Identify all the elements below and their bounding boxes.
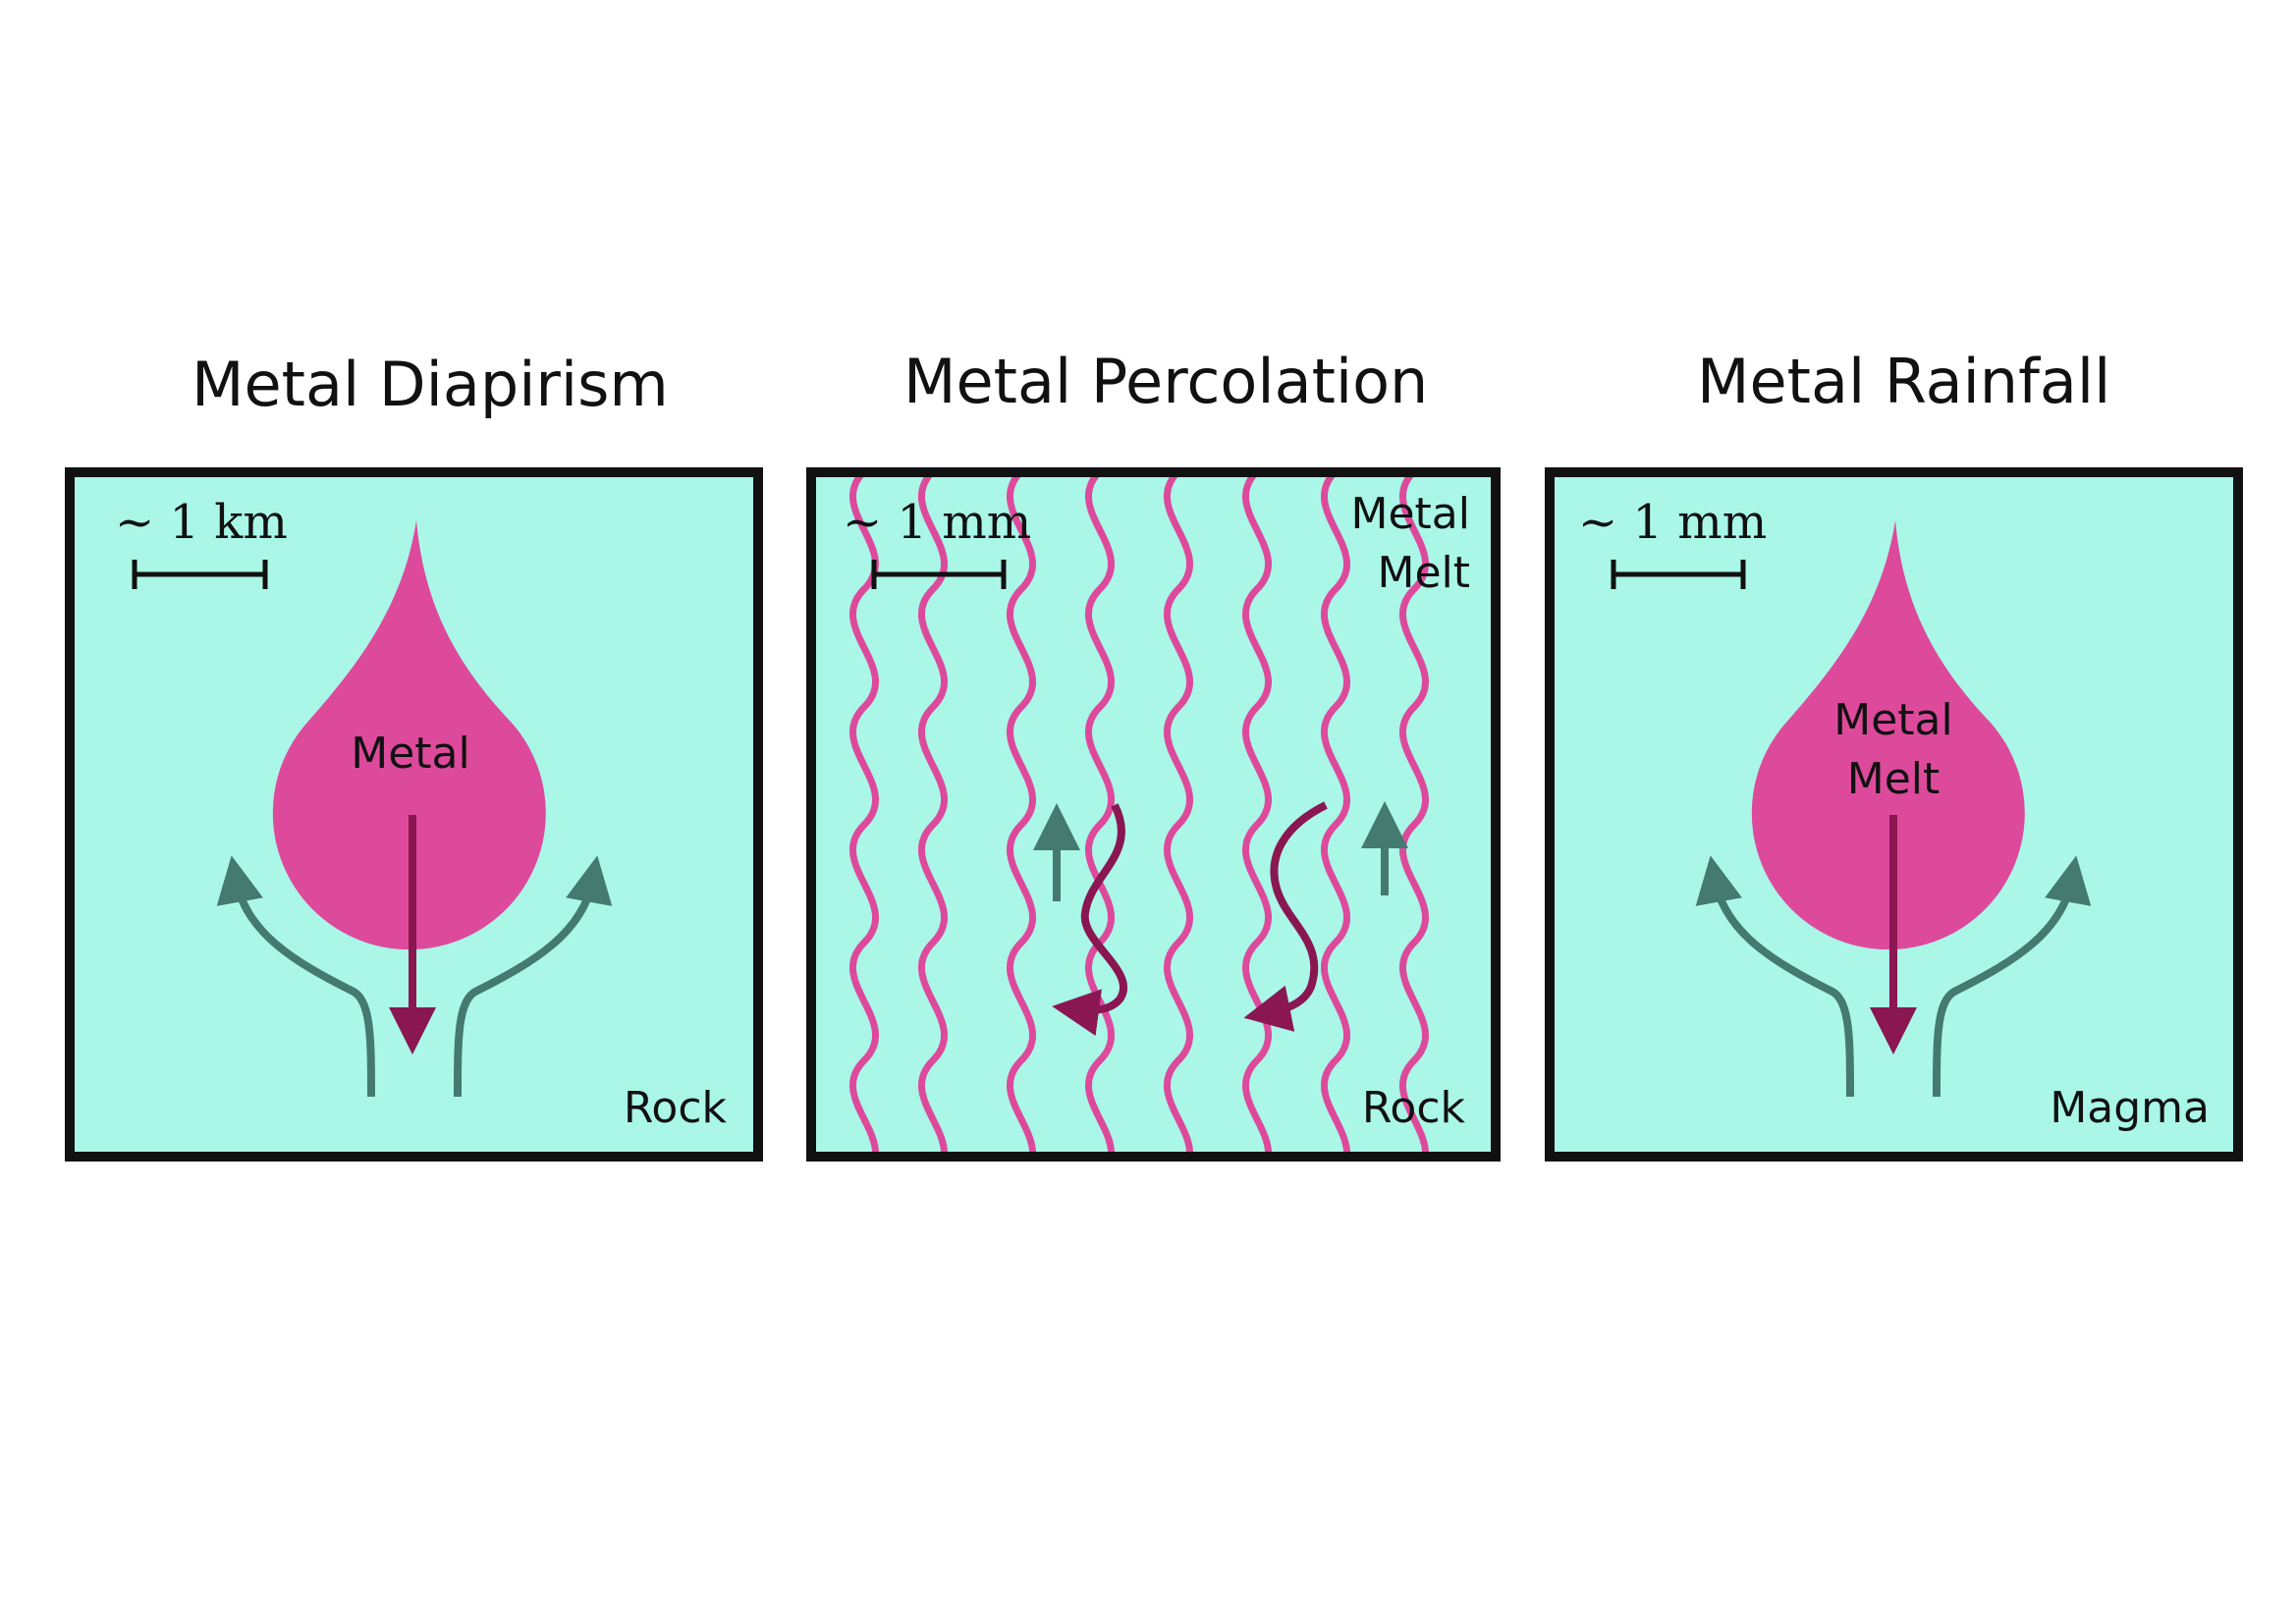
rock-flow-arrow-left	[216, 855, 375, 1098]
rock-flow-arrow-right	[454, 855, 613, 1098]
medium-label: Rock	[1362, 1083, 1466, 1133]
melt-label-line1: Metal	[1351, 489, 1470, 539]
panel-diapirism: ~ 1 km Metal Rock	[65, 467, 763, 1162]
scale-bar	[1611, 560, 1746, 589]
metal-diapir-drop	[272, 520, 546, 950]
panel-rainfall: ~ 1 mm Metal Melt Magma	[1545, 467, 2243, 1162]
scale-label: ~ 1 mm	[843, 495, 1031, 550]
drop-label-line2: Melt	[1847, 754, 1941, 804]
drop-label-line1: Metal	[1833, 695, 1952, 745]
scale-label: ~ 1 mm	[1578, 495, 1767, 550]
panel-frame-border	[806, 467, 1501, 1162]
scale-bar	[871, 560, 1007, 589]
medium-label: Magma	[2050, 1083, 2210, 1133]
drop-label: Metal	[351, 729, 469, 779]
scale-bar	[132, 560, 268, 589]
panel-title-diapirism: Metal Diapirism	[191, 349, 669, 420]
metal-percolate-arrow-left	[1052, 803, 1127, 1036]
panel-percolation: ~ 1 mm Metal Melt Rock	[806, 467, 1501, 1162]
metal-melt-drop	[1751, 520, 2025, 950]
panel-title-rainfall: Metal Rainfall	[1697, 346, 2111, 417]
magma-flow-arrow-right	[1933, 855, 2092, 1098]
melt-network	[848, 472, 1430, 1157]
melt-label-line2: Melt	[1377, 548, 1470, 598]
metal-percolate-arrow-right	[1243, 801, 1328, 1032]
medium-label: Rock	[624, 1083, 728, 1133]
magma-flow-arrow-left	[1695, 855, 1854, 1098]
scale-label: ~ 1 km	[115, 495, 288, 550]
panel-title-percolation: Metal Percolation	[903, 346, 1429, 417]
